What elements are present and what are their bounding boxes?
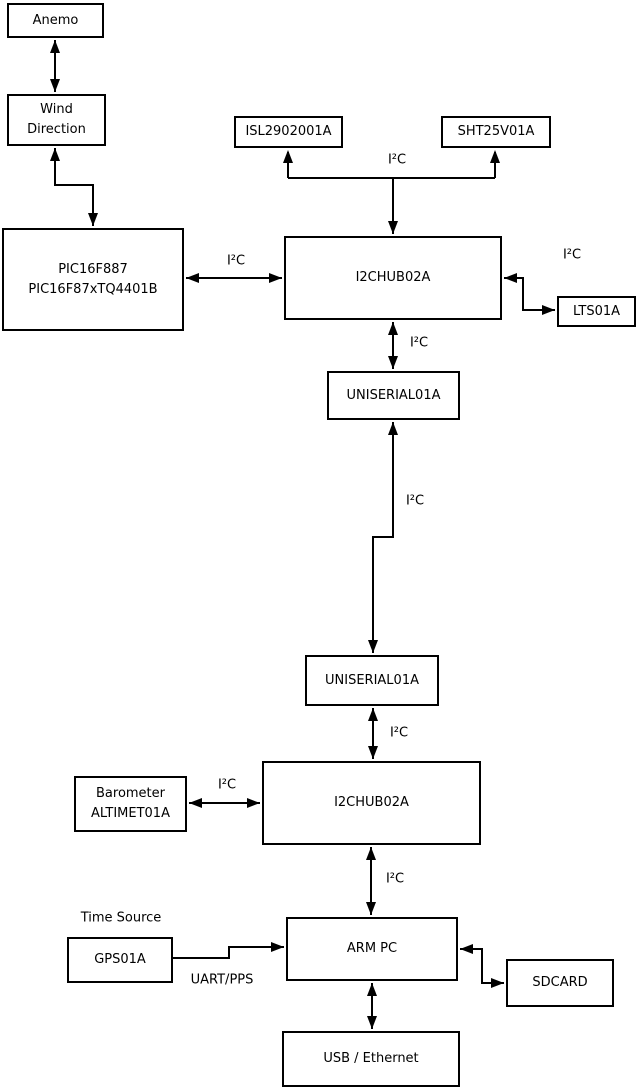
uart-pps-label: UART/PPS — [190, 972, 254, 988]
node-barometer-altimet01a: Barometer ALTIMET01A — [74, 776, 187, 832]
arrowhead-icon — [388, 356, 398, 369]
arrowhead-icon — [542, 305, 555, 315]
edge-wind-pic — [54, 148, 94, 226]
arrowhead-icon — [388, 322, 398, 335]
i2c-label-barometer: I²C — [217, 777, 237, 793]
node-sht25v01a: SHT25V01A — [441, 116, 551, 148]
node-lts01a: LTS01A — [557, 296, 636, 327]
arrowhead-icon — [368, 640, 378, 653]
arrowhead-icon — [271, 942, 284, 952]
edge-armpc-sdcard — [460, 948, 504, 984]
i2c-label-sensor-tee: I²C — [387, 152, 407, 168]
arrowhead-icon — [367, 1016, 377, 1029]
arrowhead-icon — [504, 273, 517, 283]
node-usb-ethernet: USB / Ethernet — [282, 1031, 460, 1087]
arrowhead-icon — [368, 746, 378, 759]
arrowhead-icon — [368, 708, 378, 721]
node-isl2902001a: ISL2902001A — [234, 116, 343, 148]
node-pic16f887: PIC16F887 PIC16F87xTQ4401B — [2, 228, 184, 331]
arrowhead-icon — [269, 273, 282, 283]
edge-uniserial1-uniserial2 — [372, 422, 394, 653]
arrowheads — [50, 40, 555, 1029]
node-uniserial01a-bottom: UNISERIAL01A — [305, 655, 439, 706]
arrowhead-icon — [283, 150, 293, 163]
arrowhead-icon — [388, 221, 398, 234]
node-anemo: Anemo — [7, 3, 104, 38]
node-i2chub02a-bottom: I2CHUB02A — [262, 761, 481, 845]
arrowhead-icon — [490, 150, 500, 163]
arrowhead-icon — [186, 273, 199, 283]
i2c-label-pic-hub: I²C — [226, 253, 246, 269]
edge-hub1-lts — [504, 277, 555, 311]
i2c-label-hub2-armpc: I²C — [385, 871, 405, 887]
node-uniserial01a-top: UNISERIAL01A — [327, 371, 460, 420]
arrowhead-icon — [50, 40, 60, 53]
arrowhead-icon — [491, 978, 504, 988]
i2c-label-uniserial-hub2: I²C — [389, 725, 409, 741]
arrowhead-icon — [366, 902, 376, 915]
arrowhead-icon — [50, 148, 60, 161]
node-sdcard: SDCARD — [506, 959, 614, 1007]
i2c-label-long-link: I²C — [405, 493, 425, 509]
time-source-label: Time Source — [80, 910, 162, 926]
edge-paths — [54, 40, 555, 1029]
i2c-label-hub-uniserial: I²C — [409, 335, 429, 351]
arrowhead-icon — [50, 79, 60, 92]
arrowhead-icon — [366, 847, 376, 860]
arrowhead-icon — [367, 983, 377, 996]
node-arm-pc: ARM PC — [286, 917, 458, 981]
arrowhead-icon — [88, 213, 98, 226]
edge-gps-armpc — [173, 946, 284, 959]
arrowhead-icon — [388, 422, 398, 435]
edge-i2c-tee — [287, 152, 496, 234]
arrowhead-icon — [189, 798, 202, 808]
arrowhead-icon — [460, 944, 473, 954]
node-gps01a: GPS01A — [67, 937, 173, 983]
node-wind-direction: Wind Direction — [7, 94, 106, 146]
i2c-label-lts: I²C — [562, 247, 582, 263]
arrowhead-icon — [247, 798, 260, 808]
node-i2chub02a-top: I2CHUB02A — [284, 236, 502, 320]
